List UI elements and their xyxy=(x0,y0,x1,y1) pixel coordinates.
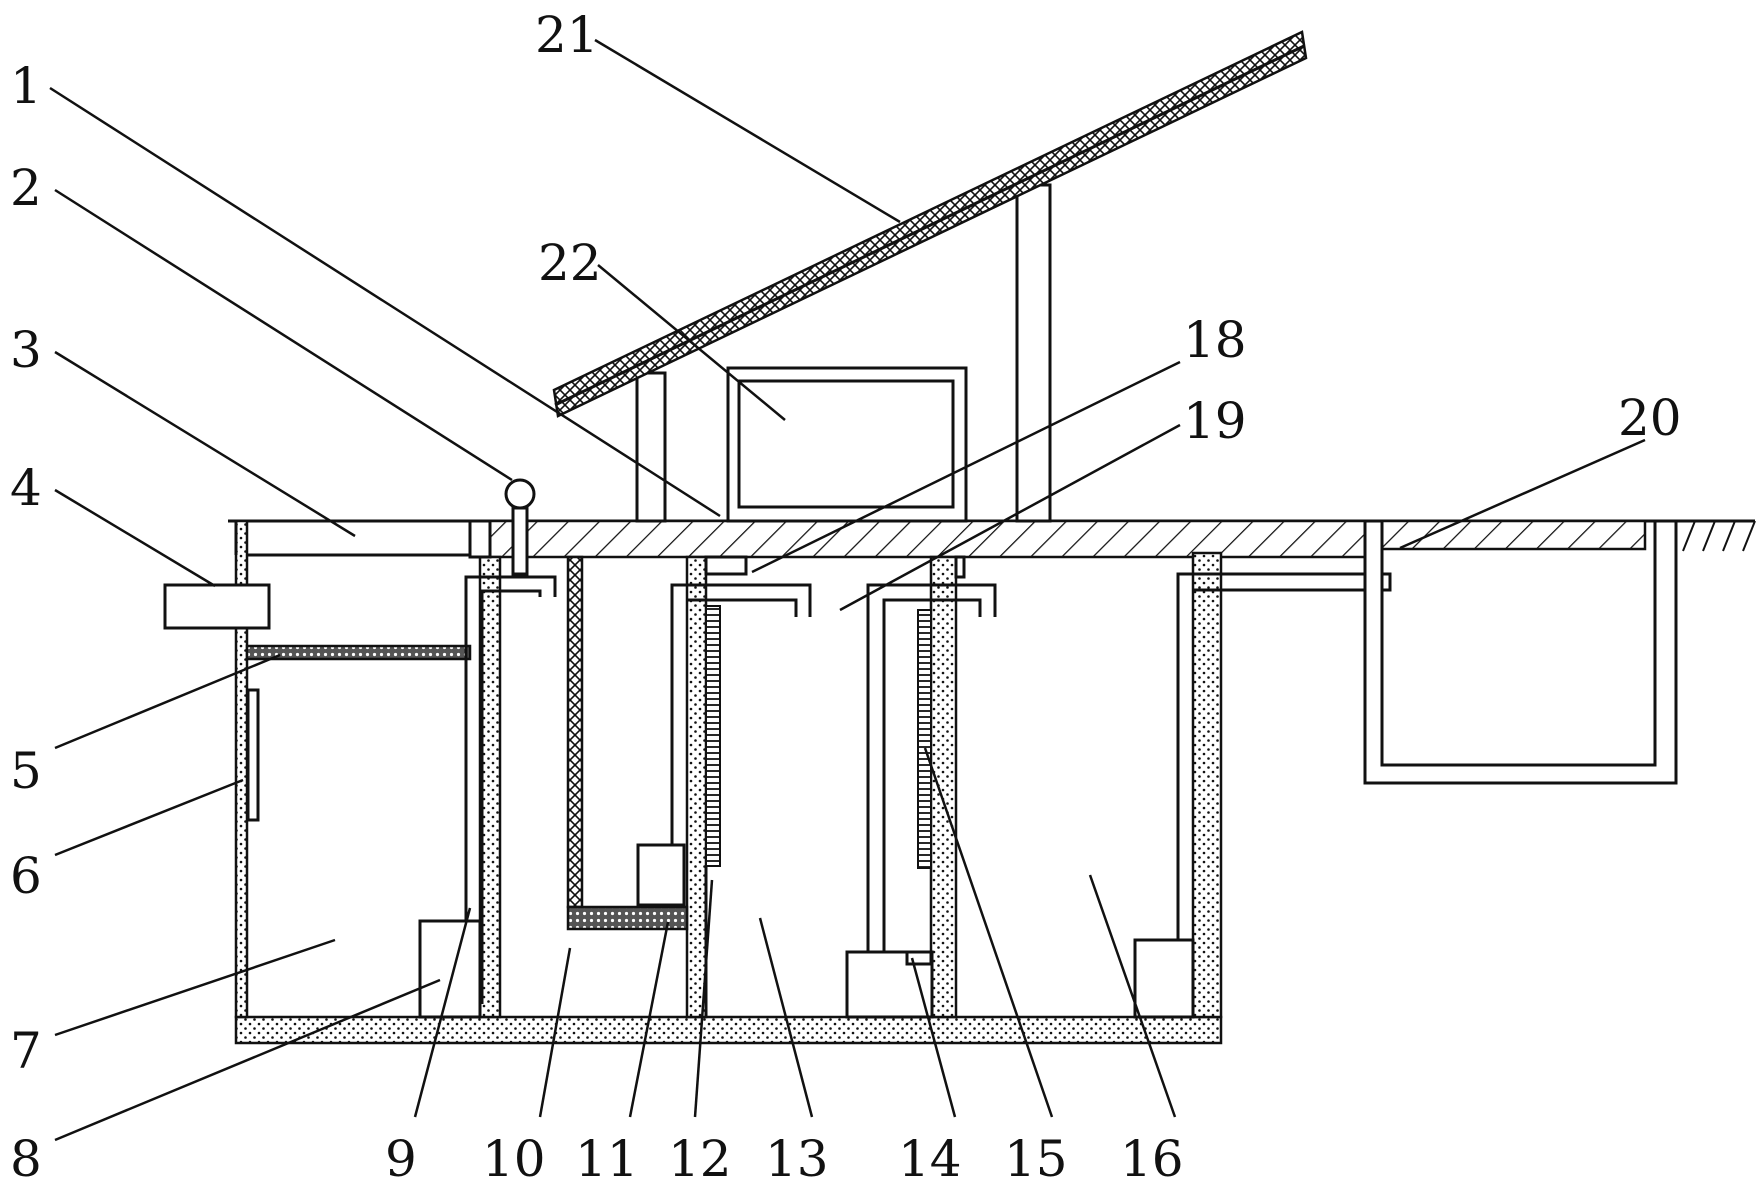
inlet-chamber-top xyxy=(234,521,470,557)
external-reservoir xyxy=(1363,519,1678,785)
label-2: 2 xyxy=(10,159,42,217)
label-15: 15 xyxy=(1004,1130,1068,1188)
label-7: 7 xyxy=(10,1022,42,1080)
label-20: 20 xyxy=(1618,389,1682,447)
label-14: 14 xyxy=(898,1130,962,1188)
tank-body xyxy=(234,519,1223,1045)
outlet-assembly xyxy=(1133,572,1392,1019)
tank-right-wall xyxy=(1191,551,1223,1019)
partition-wall-b xyxy=(685,555,708,1019)
partition-wall-c xyxy=(929,555,958,1019)
label-9: 9 xyxy=(385,1130,417,1188)
label-21: 21 xyxy=(535,6,599,64)
aeration-device xyxy=(464,478,557,1004)
control-cabinet xyxy=(726,366,968,523)
level-gauge xyxy=(246,688,260,822)
label-1: 1 xyxy=(10,57,42,115)
ground xyxy=(228,519,1756,559)
transfer-pipe-right xyxy=(845,583,997,1019)
label-13: 13 xyxy=(765,1130,829,1188)
label-12: 12 xyxy=(668,1130,732,1188)
label-5: 5 xyxy=(10,742,42,800)
label-3: 3 xyxy=(10,321,42,379)
lift-pump-left xyxy=(418,919,482,1019)
comb-plate-right xyxy=(917,609,932,869)
transfer-pipe-left xyxy=(670,555,812,845)
external-control-box xyxy=(163,583,271,630)
label-8: 8 xyxy=(10,1130,42,1188)
label-19: 19 xyxy=(1183,392,1247,450)
label-11: 11 xyxy=(575,1130,639,1188)
tank-bottom-wall xyxy=(234,1015,1223,1045)
label-22: 22 xyxy=(538,234,602,292)
solar-panel xyxy=(552,30,1308,418)
label-16: 16 xyxy=(1120,1130,1184,1188)
label-6: 6 xyxy=(10,847,42,905)
comb-plate-left xyxy=(705,605,721,867)
panel-supports xyxy=(635,183,1052,523)
filter-screen xyxy=(245,644,472,661)
leader-lines xyxy=(49,38,1646,1142)
label-10: 10 xyxy=(482,1130,546,1188)
label-4: 4 xyxy=(10,459,42,517)
label-18: 18 xyxy=(1183,311,1247,369)
filter-channel xyxy=(566,555,689,931)
part-labels: 1 2 3 4 5 6 7 8 9 10 11 12 13 14 15 16 1… xyxy=(10,6,1682,1188)
